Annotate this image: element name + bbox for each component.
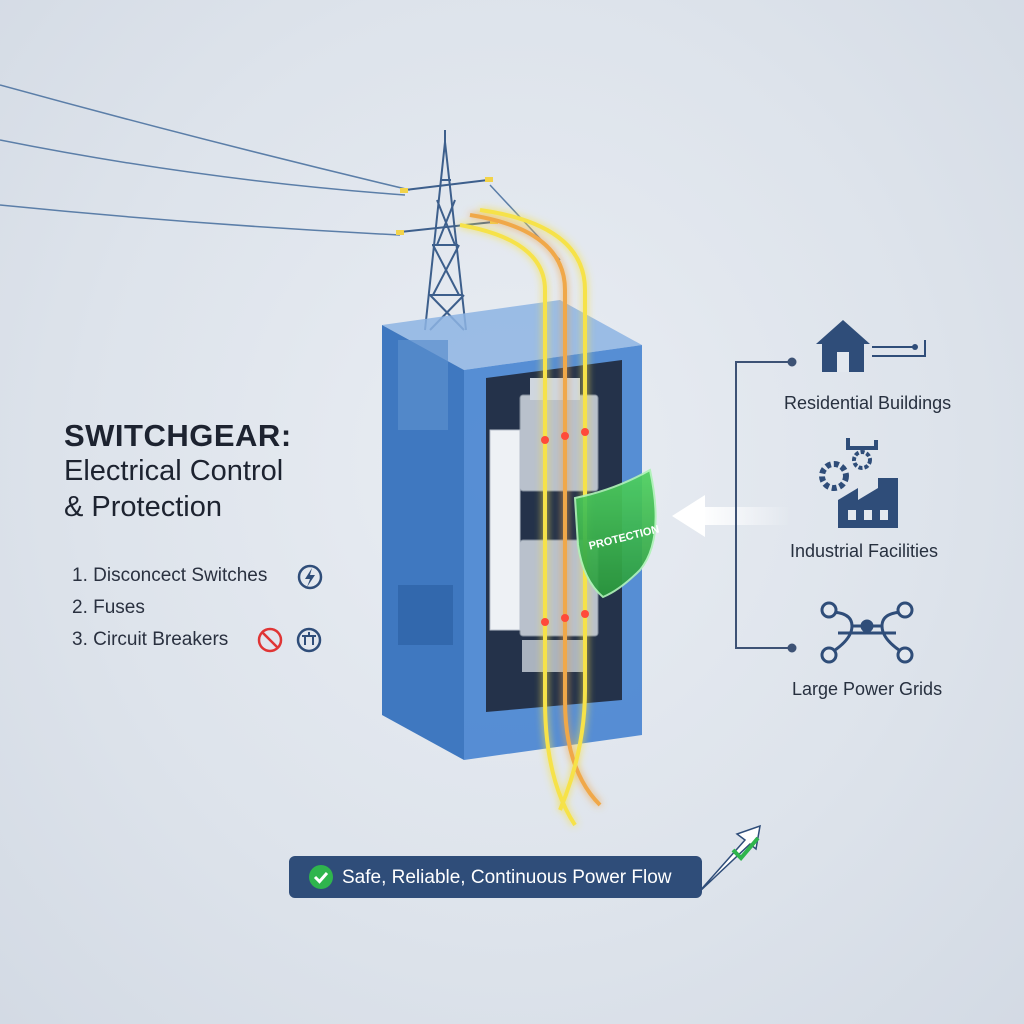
breaker-circle-icon	[296, 627, 322, 653]
banner-label: Safe, Reliable, Continuous Power Flow	[342, 867, 672, 888]
current-flow-lines	[459, 208, 602, 827]
upward-check-arrow-icon	[697, 824, 761, 894]
contact-point-markers	[541, 428, 589, 626]
no-entry-icon	[257, 627, 283, 653]
application-label-power-grids: Large Power Grids	[792, 679, 943, 699]
transmission-tower-icon	[399, 130, 494, 331]
component-item-fuses: 2. Fuses	[72, 597, 145, 618]
title-line-2: Electrical Control	[64, 455, 284, 487]
application-label-residential: Residential Buildings	[784, 393, 952, 413]
switchgear-cabinet	[382, 300, 642, 760]
title-line-1: SWITCHGEAR:	[64, 418, 292, 453]
house-icon	[816, 320, 926, 372]
component-item-disconnect-switches: 1. Disconcect Switches	[72, 565, 268, 586]
input-arrow-icon	[672, 495, 790, 537]
application-label-industrial: Industrial Facilities	[790, 541, 939, 561]
power-flow-banner: Safe, Reliable, Continuous Power Flow	[289, 856, 702, 898]
check-icon	[309, 865, 333, 889]
lightning-circle-icon	[297, 564, 323, 590]
component-item-circuit-breakers: 3. Circuit Breakers	[72, 629, 229, 650]
network-grid-icon	[820, 601, 914, 664]
protection-shield-icon: PROTECTION	[573, 468, 661, 599]
factory-gear-icon	[819, 438, 898, 528]
application-connector	[735, 357, 797, 653]
title-line-3: & Protection	[64, 491, 222, 523]
overhead-power-lines	[0, 84, 561, 261]
